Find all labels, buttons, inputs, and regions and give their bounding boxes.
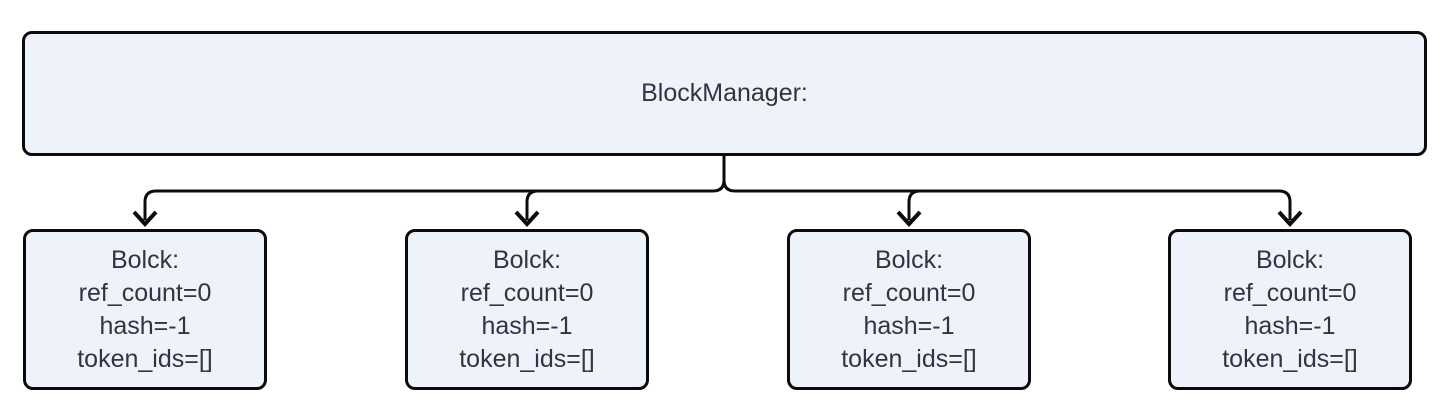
connector-drop-3 bbox=[907, 189, 921, 220]
arrowhead-icon bbox=[1277, 210, 1303, 227]
connector-branch-left bbox=[143, 156, 726, 220]
connector-drop-2 bbox=[525, 189, 539, 220]
block-manager-node: BlockManager: bbox=[22, 31, 1427, 156]
arrowhead-icon bbox=[514, 210, 540, 227]
block-field-ref-count: ref_count=0 bbox=[78, 278, 212, 307]
block-node: Bolck: ref_count=0 hash=-1 token_ids=[] bbox=[1168, 229, 1412, 390]
block-field-ref-count: ref_count=0 bbox=[842, 278, 976, 307]
block-manager-title: BlockManager: bbox=[641, 79, 808, 107]
block-title: Bolck: bbox=[492, 245, 562, 274]
arrowhead-icon bbox=[896, 210, 922, 227]
block-field-token-ids: token_ids=[] bbox=[841, 344, 977, 373]
block-title: Bolck: bbox=[1255, 245, 1325, 274]
block-node: Bolck: ref_count=0 hash=-1 token_ids=[] bbox=[23, 229, 267, 390]
block-field-hash: hash=-1 bbox=[863, 311, 955, 340]
block-field-token-ids: token_ids=[] bbox=[77, 344, 213, 373]
connector-branch-right bbox=[722, 156, 1292, 220]
arrowhead-icon bbox=[132, 210, 158, 227]
block-field-token-ids: token_ids=[] bbox=[1222, 344, 1358, 373]
block-field-token-ids: token_ids=[] bbox=[459, 344, 595, 373]
block-field-ref-count: ref_count=0 bbox=[460, 278, 594, 307]
block-title: Bolck: bbox=[874, 245, 944, 274]
block-field-hash: hash=-1 bbox=[99, 311, 191, 340]
block-field-hash: hash=-1 bbox=[1244, 311, 1336, 340]
block-node: Bolck: ref_count=0 hash=-1 token_ids=[] bbox=[787, 229, 1031, 390]
block-field-hash: hash=-1 bbox=[481, 311, 573, 340]
block-title: Bolck: bbox=[110, 245, 180, 274]
block-node: Bolck: ref_count=0 hash=-1 token_ids=[] bbox=[405, 229, 649, 390]
block-field-ref-count: ref_count=0 bbox=[1223, 278, 1357, 307]
